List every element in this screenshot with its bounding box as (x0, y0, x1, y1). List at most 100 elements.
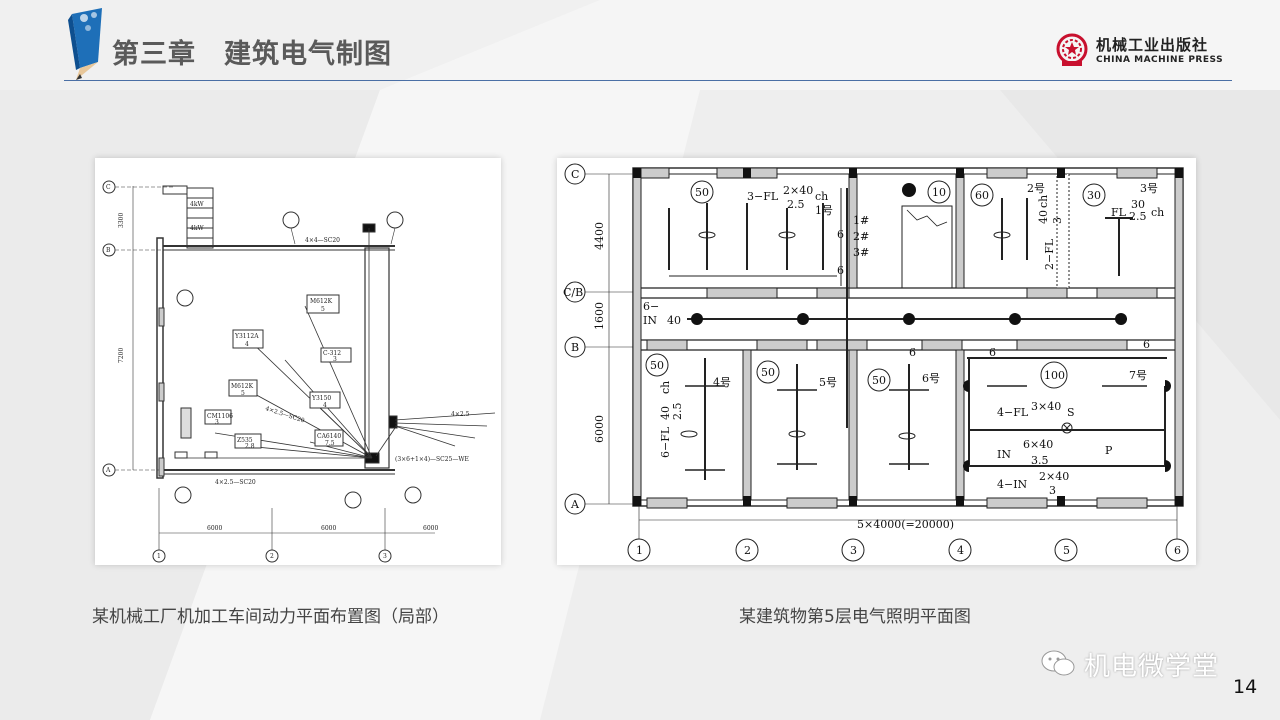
publisher-name-cn: 机械工业出版社 (1096, 36, 1209, 54)
publisher-emblem-icon (1056, 33, 1088, 66)
fixture-100-1-mount: S (1067, 406, 1075, 419)
room-area-1: 50 (695, 186, 709, 199)
wire-count-2: 6 (837, 264, 844, 277)
corridor-type: IN (643, 314, 657, 327)
fixture-tl-qty: 3−FL (747, 190, 779, 203)
dim-4400: 4400 (593, 222, 606, 250)
page-title: 第三章 建筑电气制图 (112, 39, 392, 70)
equip-num-3: 3 (333, 356, 337, 363)
room-area-5: 50 (650, 359, 664, 372)
fixture-ra-power: 40 (659, 406, 672, 420)
pencil-icon (68, 8, 102, 80)
fixture-100-2-type: IN (997, 448, 1011, 461)
axis-label-3: 3 (383, 553, 387, 560)
wechat-watermark: 机电微学堂 (1040, 644, 1219, 684)
left-figure-caption: 某机械工厂机加工车间动力平面布置图（局部） (92, 607, 449, 627)
fixture-100-2-mount: P (1105, 444, 1113, 457)
wechat-icon (1041, 650, 1075, 676)
equip-num-7: 2.8 (245, 443, 255, 450)
fixture-ra-height: 2.5 (671, 403, 684, 421)
equip-num-4: 5 (241, 390, 245, 397)
room-name-1: 1号 (815, 204, 833, 217)
equip-code-8: CA6140 (317, 433, 341, 440)
row-label-a: A (570, 498, 580, 511)
equip-num-8: 7.5 (325, 440, 335, 447)
equip-code-4: M612K (231, 383, 254, 390)
fixture-r2-power: 40 (1037, 210, 1050, 224)
fixture-100-1-qty: 4−FL (997, 406, 1029, 419)
stair-label-2: 2# (853, 230, 869, 243)
equip-num-2: 4 (245, 341, 249, 348)
col-label-6: 6 (1174, 544, 1181, 557)
col-label-3: 3 (850, 544, 857, 557)
publisher-name-en: CHINA MACHINE PRESS (1096, 55, 1224, 65)
fixture-r3-mount: ch (1151, 206, 1164, 219)
axis-label-a: A (105, 467, 111, 474)
room-name-2: 2号 (1027, 182, 1045, 195)
equip-code-2: Y3112A (234, 333, 259, 340)
room-area-2: 10 (932, 186, 946, 199)
room-name-3: 3号 (1140, 182, 1158, 195)
equip-num-6: 3 (215, 419, 219, 426)
dim-6000: 6000 (593, 415, 606, 443)
axis-label-2: 2 (270, 553, 274, 560)
wiring-label-4: 4×2.5—SC20 (264, 405, 305, 424)
panel-label-2: 4kW (190, 225, 204, 232)
corridor-qty: 6− (643, 300, 659, 313)
fixture-ra-mount: ch (659, 381, 672, 394)
equip-code-1: M612K (310, 298, 333, 305)
fixture-tl-power: 2×40 (783, 184, 813, 197)
wiring-label-5: 4×2.5 (451, 411, 470, 418)
room-area-4: 30 (1087, 189, 1101, 202)
fixture-r3-power: 30 (1131, 198, 1145, 211)
row-label-cb: C/B (563, 286, 583, 299)
col-label-4: 4 (957, 544, 964, 557)
dim-1600: 1600 (593, 302, 606, 330)
fixture-r2-mount: ch (1037, 195, 1050, 208)
header-divider (64, 80, 1232, 81)
fixture-r2-height: 3 (1051, 217, 1064, 224)
axis-label-c: C (106, 184, 111, 191)
equip-code-6: CM1106 (207, 413, 233, 420)
col-label-5: 5 (1063, 544, 1070, 557)
power-layout-drawing: C B A 1 2 3 3300 7200 6000 6000 6000 M61… (95, 158, 501, 565)
dim-6000-b: 6000 (321, 525, 336, 532)
fixture-r3-height: 2.5 (1129, 210, 1147, 223)
row-label-c: C (571, 168, 579, 181)
room-name-5: 5号 (819, 376, 837, 389)
fixture-100-3-height: 3 (1049, 484, 1056, 497)
room-area-3: 60 (975, 189, 989, 202)
total-dimension: 5×4000(=20000) (857, 518, 954, 531)
fixture-tl-height: 2.5 (787, 198, 805, 211)
stair-label-3: 3# (853, 246, 869, 259)
equip-code-7: Z535 (237, 437, 253, 444)
axis-label-1: 1 (157, 553, 161, 560)
wire-count-4: 6 (989, 346, 996, 359)
fixture-r3-type: FL (1111, 206, 1127, 219)
equip-code-3: C-312 (323, 350, 341, 357)
wire-count-1: 6 (837, 228, 844, 241)
wiring-label-3: (3×6+1×4)—SC25—WE (395, 456, 469, 463)
dim-3300: 3300 (118, 213, 125, 228)
fixture-100-3-qty: 4−IN (997, 478, 1028, 491)
fixture-r2-qty: 2−FL (1043, 238, 1056, 270)
equip-code-5: Y3150 (311, 395, 331, 402)
dim-7200: 7200 (118, 348, 125, 363)
room-area-6: 50 (761, 366, 775, 379)
dim-6000-a: 6000 (207, 525, 222, 532)
wire-count-5: 6 (1143, 338, 1150, 351)
fixture-100-2-height: 3.5 (1031, 454, 1049, 467)
watermark-text: 机电微学堂 (1084, 651, 1220, 682)
axis-label-b: B (106, 247, 111, 254)
wiring-label-2: 4×2.5—SC20 (215, 479, 256, 486)
publisher-logo: 机械工业出版社 CHINA MACHINE PRESS (1052, 32, 1232, 72)
room-area-8: 100 (1044, 369, 1065, 382)
room-name-6: 6号 (922, 372, 940, 385)
corridor-power: 40 (667, 314, 681, 327)
equip-num-1: 5 (321, 306, 325, 313)
fixture-100-3-power: 2×40 (1039, 470, 1069, 483)
fixture-tl-mount: ch (815, 190, 828, 203)
room-name-7: 7号 (1129, 369, 1147, 382)
stair-label-1: 1# (853, 214, 869, 227)
room-area-7: 50 (872, 374, 886, 387)
